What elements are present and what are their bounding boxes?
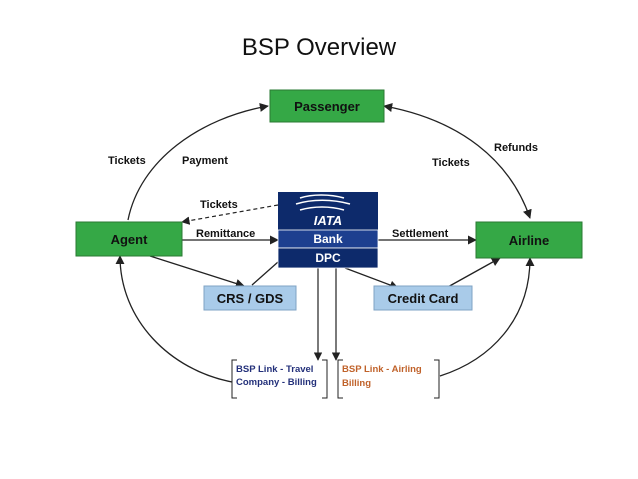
crs-gds-label: CRS / GDS	[217, 291, 284, 306]
arrow-agent-crs	[149, 255, 245, 288]
bank-label: Bank	[313, 232, 343, 246]
airline-link-line2: Billing	[342, 378, 371, 389]
dpc-label: DPC	[315, 251, 341, 265]
travel-link-line1: BSP Link - Travel	[236, 364, 313, 375]
label-remittance: Remittance	[196, 228, 255, 240]
arc-passenger-airline	[383, 103, 532, 219]
label-tickets-dashed: Tickets	[200, 199, 238, 211]
arrow-iata-crs	[251, 261, 279, 286]
credit-card-label: Credit Card	[388, 291, 459, 306]
label-tickets-right: Tickets	[432, 157, 470, 169]
page-title: BSP Overview	[241, 34, 397, 61]
passenger-box	[269, 89, 385, 123]
label-tickets-left: Tickets	[108, 155, 146, 167]
travel-link-bracket	[231, 359, 237, 399]
arrow-tickets-dashed	[181, 204, 279, 225]
airline-link-bracket-right	[434, 359, 440, 399]
airline-link-bracket	[337, 359, 343, 399]
airline-label: Airline	[509, 233, 549, 248]
travel-link-bracket-right	[322, 359, 328, 399]
iata-logo-box	[278, 192, 378, 230]
credit-card-box	[373, 285, 473, 311]
arrow-iata-creditcard	[344, 267, 399, 290]
label-payment: Payment	[182, 155, 228, 167]
agent-box	[75, 221, 183, 257]
label-settlement: Settlement	[392, 228, 449, 240]
dpc-box	[277, 247, 379, 269]
airline-link-line1: BSP Link - Airling	[342, 364, 422, 375]
arrow-creditcard-airline	[445, 257, 501, 289]
airline-box	[475, 221, 583, 259]
arc-airline-bottom	[439, 257, 535, 377]
label-refunds: Refunds	[494, 142, 538, 154]
arc-agent-passenger	[127, 102, 269, 221]
arc-agent-bottom	[115, 255, 233, 383]
agent-label: Agent	[111, 232, 149, 247]
crs-gds-box	[203, 285, 297, 311]
iata-logo-text: IATA	[314, 213, 342, 228]
iata-globe-icon	[295, 194, 351, 211]
passenger-label: Passenger	[294, 99, 360, 114]
travel-link-line2: Company - Billing	[236, 377, 317, 388]
